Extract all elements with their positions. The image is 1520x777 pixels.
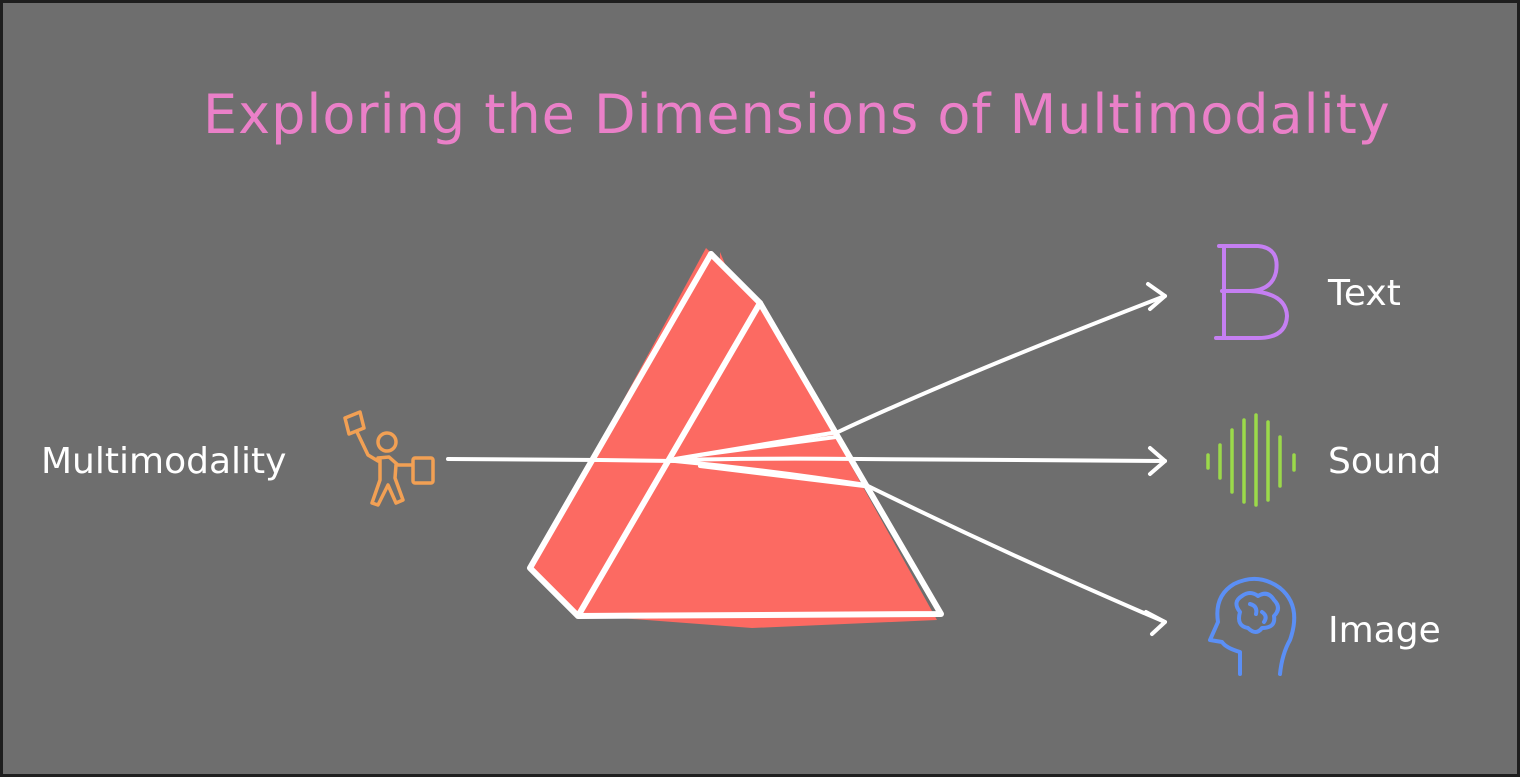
output-label-image: Image xyxy=(1328,610,1441,651)
sound-arrowhead xyxy=(1148,446,1167,476)
input-ray xyxy=(446,457,677,463)
sound-ray xyxy=(673,456,1167,463)
output-label-text: Text xyxy=(1328,273,1401,314)
image-arrowhead xyxy=(1144,610,1167,636)
person-juggling-icon xyxy=(343,410,435,507)
sound-wave-icon xyxy=(1206,413,1296,507)
diagram-canvas: Exploring the Dimensions of Multimodalit… xyxy=(3,3,1517,774)
diagram-title: Exploring the Dimensions of Multimodalit… xyxy=(203,83,1391,146)
input-label: Multimodality xyxy=(41,441,287,482)
light-rays xyxy=(446,282,1167,636)
prism-fill xyxy=(532,248,937,628)
head-brain-icon xyxy=(1208,576,1297,676)
text-arrowhead xyxy=(1146,282,1167,311)
image-ray xyxy=(673,459,1167,624)
output-label-sound: Sound xyxy=(1328,441,1442,482)
prism-diagram xyxy=(343,244,1297,676)
prism-outline xyxy=(527,251,944,619)
letter-b-icon xyxy=(1214,244,1289,340)
